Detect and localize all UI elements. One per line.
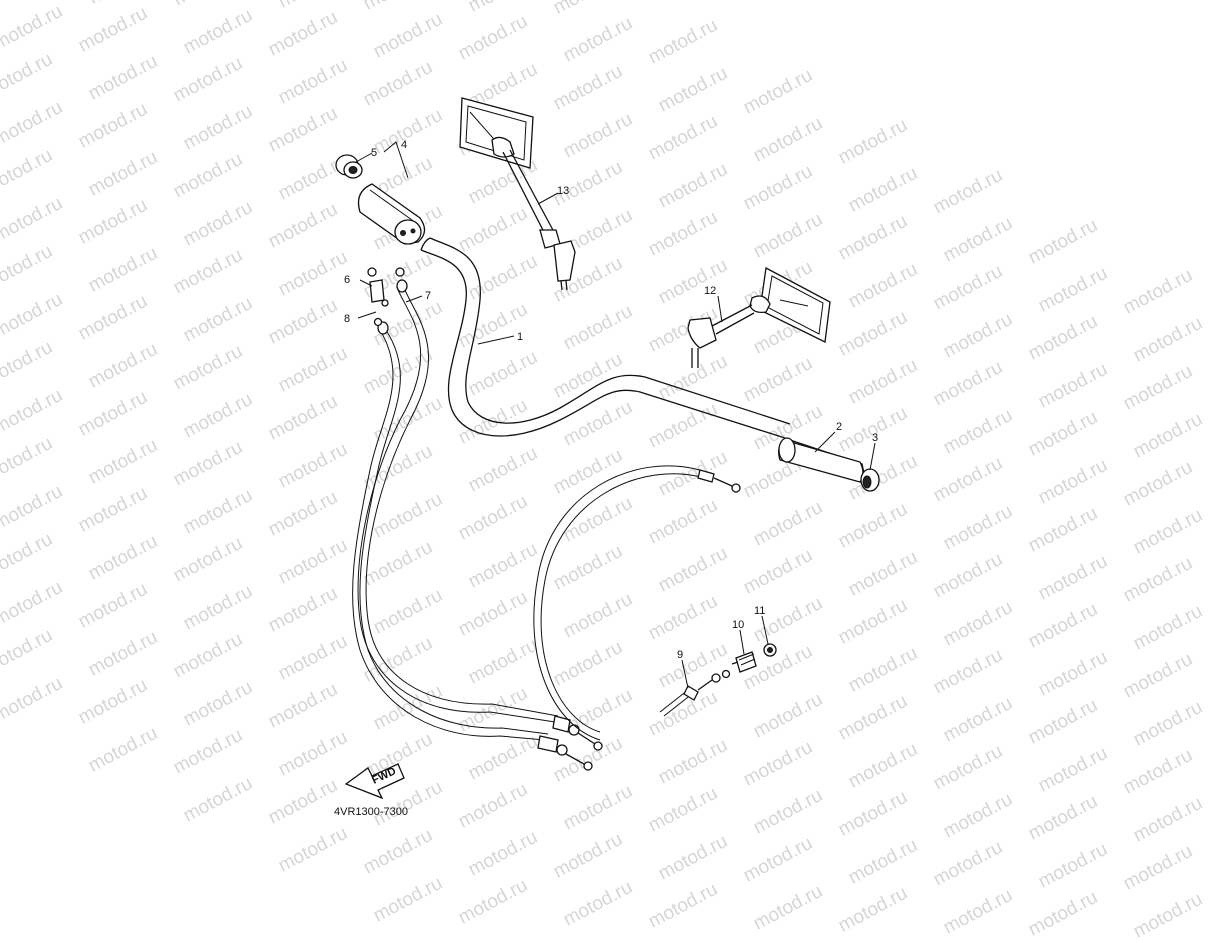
cable-ends[interactable]: [537, 715, 603, 771]
diagram-drawing: FWD 1 2 3 4 5 6 7 8 9: [335, 97, 880, 800]
callout-3: 3: [872, 432, 878, 444]
grip-end-right[interactable]: [860, 468, 880, 492]
grip-end[interactable]: [335, 154, 363, 179]
callout-7: 7: [425, 290, 431, 302]
lock-nut[interactable]: [763, 643, 777, 657]
callout-6: 6: [344, 274, 350, 286]
throttle-grip[interactable]: [357, 183, 426, 245]
callout-12: 12: [704, 285, 716, 297]
clutch-cable[interactable]: [533, 465, 741, 741]
callout-13: 13: [557, 185, 569, 197]
callout-5: 5: [371, 147, 377, 159]
callout-4: 4: [401, 139, 407, 151]
callout-labels: 1 2 3 4 5 6 7 8 9 10 11 12 13: [344, 139, 878, 661]
leader-lines: [355, 141, 876, 689]
fwd-arrow-icon: FWD: [344, 763, 405, 800]
right-mirror[interactable]: [687, 266, 831, 368]
callout-10: 10: [732, 619, 744, 631]
callout-11: 11: [754, 605, 765, 617]
cable-adjuster[interactable]: [731, 651, 757, 673]
callout-1: 1: [517, 331, 523, 343]
throttle-cable[interactable]: [357, 267, 559, 723]
callout-2: 2: [836, 421, 842, 433]
diagram-code: 4VR1300-7300: [334, 806, 409, 818]
return-cable[interactable]: [352, 317, 549, 741]
cable-holder[interactable]: [367, 267, 389, 307]
callout-8: 8: [344, 313, 350, 325]
handlebar[interactable]: [420, 237, 791, 439]
callout-9: 9: [677, 649, 683, 661]
left-mirror[interactable]: [459, 97, 576, 291]
